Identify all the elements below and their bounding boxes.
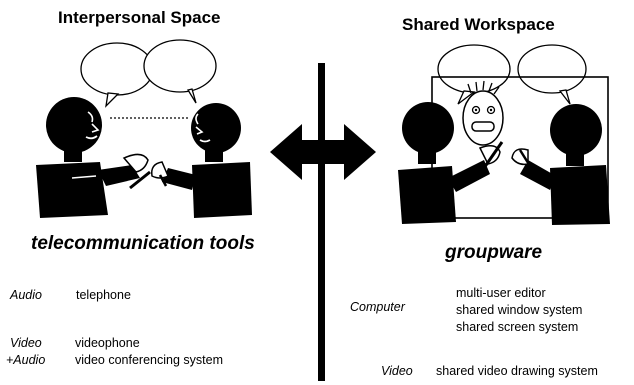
right-person-a: [398, 102, 504, 224]
left-person-a: [36, 97, 151, 218]
right-person-b: [511, 104, 610, 225]
right-row-computer-item-1: multi-user editor: [456, 286, 546, 300]
left-subheading: telecommunication tools: [31, 233, 255, 254]
right-row-video-item: shared video drawing system: [436, 364, 598, 378]
left-row-video-item-1: videophone: [75, 336, 140, 350]
left-speech-bubbles: [80, 39, 217, 108]
left-row-audio-category: Audio: [10, 288, 42, 302]
right-speech-bubbles: [437, 44, 587, 105]
right-row-computer-item-3: shared screen system: [456, 320, 579, 334]
center-divider-bar: [318, 63, 325, 381]
right-row-computer-category: Computer: [350, 300, 405, 314]
double-arrow-icon: [270, 124, 376, 180]
left-row-video-item-2: video conferencing system: [75, 353, 223, 367]
right-subheading: groupware: [445, 242, 543, 263]
left-person-b: [150, 103, 252, 218]
left-row-audio-item: telephone: [76, 288, 131, 302]
right-heading: Shared Workspace: [402, 15, 555, 34]
right-row-video-category: Video: [381, 364, 413, 378]
right-row-computer-item-2: shared window system: [456, 303, 583, 317]
left-row-video-category: Video: [10, 336, 42, 350]
left-heading: Interpersonal Space: [58, 8, 221, 27]
left-row-video-category-2: +Audio: [6, 353, 46, 367]
